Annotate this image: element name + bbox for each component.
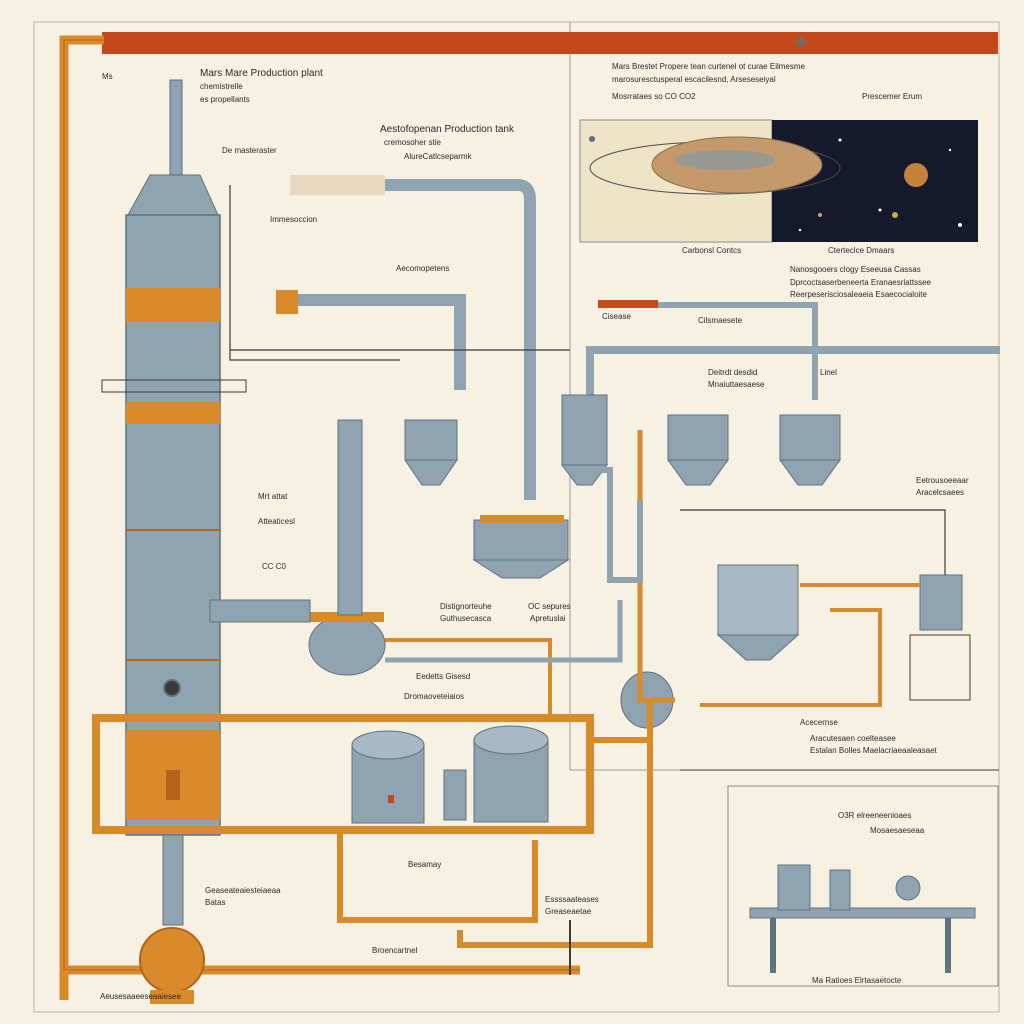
reactor-vessel [472,515,570,579]
branch-valve [598,300,658,308]
acc-sublabel: Estalan Bolles Maelacriaeaaleasaet [810,746,937,755]
right-desc: Dprcoctsaserbeneerta Eranaesrlattssee [790,278,931,287]
inset-subtitle: Mosaesaeseaa [870,826,925,835]
distillation-column [101,79,247,1004]
feed-nozzle [290,175,385,195]
right-top-text: marosuresctusperal escacilesnd, Arsesese… [612,75,776,84]
return-grey-line-2 [385,600,623,663]
oc-label: OC sepures [528,602,571,611]
header-knob [796,37,806,47]
orange-line-2 [637,430,675,703]
right-mid-label: Aracelcsaees [916,488,965,497]
feed-flange [276,290,298,314]
signal-line-3 [680,509,946,575]
acc-sublabel: Aracutesaen coelteasee [810,734,896,743]
pipe-tag: Cisease [602,312,631,321]
right-desc: Nanosgooers clogy Eseeusa Cassas [790,265,921,274]
right-top-text: Mars Brestet Propere tean curtenel ot cu… [612,62,805,71]
return-grey-line [590,467,643,583]
vessel-3 [667,414,729,486]
horizontal-exchanger [209,599,311,623]
unit-label: Mnaiuttaesaese [708,380,765,389]
lower-label: Dromaoveteiaios [404,692,465,701]
mid-label: Atteaticesl [258,517,295,526]
mid-label: Mrt attat [258,492,288,501]
page-frame [33,21,1000,1013]
signal-line-1 [229,185,400,361]
inset-title: O3R elreeneenioaes [838,811,912,820]
flow-sublabel: AlureCatlcseparmk [404,152,472,161]
storage-tank-b [473,725,549,823]
vessel-4 [779,414,841,486]
storage-tank-a [351,730,425,824]
small-cylinder [443,769,467,821]
tiny-tag: Ms [102,72,113,81]
right-top-text: Mosrrataes so CO CO2 [612,92,696,101]
bottom-label: Batas [205,898,226,907]
bottom-label: Greaseaetae [545,907,592,916]
mixing-vessel [308,612,386,676]
header-bar [102,32,998,54]
assembly-label: Besamay [408,860,442,869]
mars-image-panel [579,119,978,243]
lower-label: Eedetts Gisesd [416,672,471,681]
separator-vessel [716,564,800,661]
flow-label: Aestofopenan Production tank [380,124,514,135]
unit-label: Deitrdt desdid [708,368,758,377]
header-subtitle: chemistrelle [200,82,243,91]
inset-caption: Ma Ratioes Elrtasaetocte [812,976,902,985]
orange-line-4 [337,830,538,923]
header-title: Mars Mare Production plant [200,68,323,79]
orange-line-3 [457,700,653,948]
image-caption: Carbonsl Contcs [682,246,742,255]
image-caption: Cterteclce Dmaars [828,246,895,255]
dist-label: Distignorteuhe [440,602,492,611]
feed-pipe-top [300,179,536,500]
bottom-label: Geaseateaiesteiaeaa [205,886,281,895]
feed-pipe-mid [280,294,466,390]
oc-sublabel: Apretuslai [530,614,566,623]
bottom-label: Aeusesaaeeseaaiesee [100,992,181,1001]
section-label: Aecomopetens [396,264,450,273]
cco-label: CC C0 [262,562,287,571]
vessel-2 [561,394,608,486]
pipe-tag: Cilsmaesete [698,316,743,325]
orange-line-6 [385,638,552,720]
flow-sublabel: cremosoher stie [384,138,441,147]
header-subtitle: es propellants [200,95,250,104]
dist-sublabel: Guthusecasca [440,614,492,623]
valve-label: Immesoccion [270,215,318,224]
tank-label: De masteraster [222,146,277,155]
inset-equipment [727,785,999,987]
right-top-text: Prescemer Erum [862,92,923,101]
unit-label: Linel [820,368,837,377]
riser-pipe [337,419,363,616]
main-return-pipe-edge [63,39,580,971]
branch-pipe [600,302,818,400]
acc-label: Acecernse [800,718,838,727]
right-desc: Reerpeserisciosaleaeia Esaecocialoite [790,290,927,299]
end-tank [909,574,971,701]
bottom-label: Broencartnel [372,946,418,955]
vessel-1 [404,419,458,486]
orange-line-7 [700,608,882,707]
right-mid-label: Eetrousoeeaar [916,476,969,485]
bottom-label: Essssaateases [545,895,599,904]
